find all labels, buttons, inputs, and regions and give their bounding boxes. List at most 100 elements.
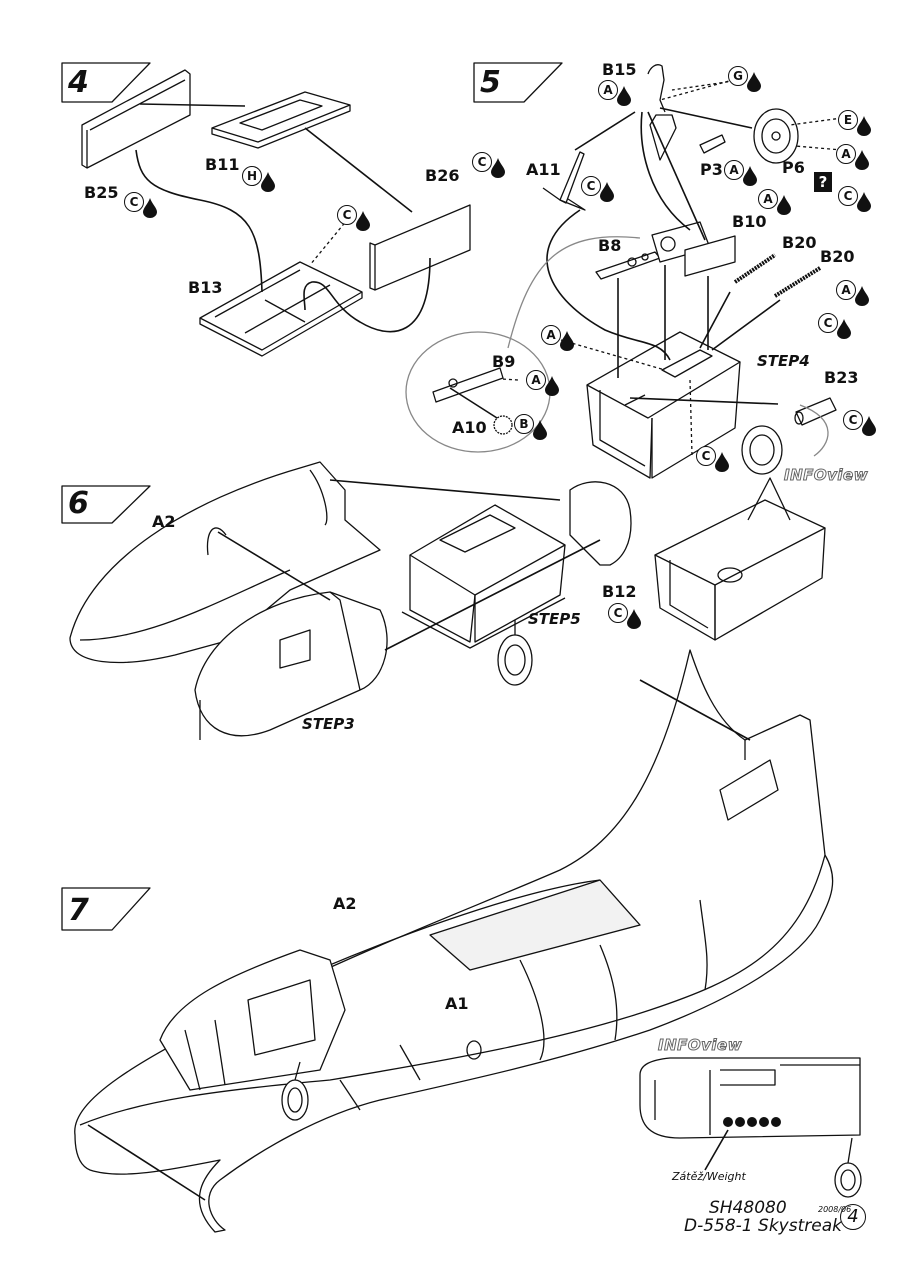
paint-code: A (724, 160, 744, 180)
step-tab-7 (61, 887, 151, 931)
part-b26-panel (369, 204, 471, 291)
substep-step3: STEP3 (302, 715, 355, 733)
paint-drop-icon (545, 376, 559, 396)
part-b9 (432, 367, 504, 403)
paint-drop-icon (627, 609, 641, 629)
part-b15-column (647, 64, 677, 161)
label-b15: B15 (602, 60, 637, 79)
paint-code: C (608, 603, 628, 623)
weight-caption: Zátěž/Weight (672, 1170, 746, 1183)
label-a10: A10 (452, 418, 487, 437)
paint-leader (309, 213, 353, 266)
footer-date: 2008/06 (818, 1205, 852, 1214)
label-b13: B13 (188, 278, 223, 297)
paint-callout-c-b26: C (472, 152, 506, 178)
cockpit-tub (586, 331, 741, 479)
unknown-color-icon: ? (814, 172, 832, 192)
paint-callout-c-b20: C (818, 313, 852, 339)
callout-line (507, 236, 641, 349)
paint-callout-h-b11: H (242, 166, 276, 192)
part-a10 (493, 415, 513, 435)
fuselage-a1-a2 (74, 649, 834, 1233)
weight-balls (723, 1117, 781, 1127)
paint-callout-g: G (728, 66, 762, 92)
label-b20a: B20 (782, 233, 817, 252)
paint-drop-icon (356, 211, 370, 231)
paint-callout-a-p6: A (836, 144, 870, 170)
paint-code: C (472, 152, 492, 172)
paint-drop-icon (617, 86, 631, 106)
part-front-fuselage (194, 591, 388, 740)
part-a11 (542, 151, 586, 211)
part-b11-panel (211, 91, 351, 149)
part-b20a (733, 253, 777, 284)
paint-drop-icon (261, 172, 275, 192)
infoview-label-step7: INFOview (657, 1036, 743, 1055)
paint-drop-icon (837, 319, 851, 339)
paint-code: B (514, 414, 534, 434)
paint-code: A (541, 325, 561, 345)
paint-drop-icon (777, 195, 791, 215)
infoview-label-step5: INFOview (783, 466, 869, 485)
step7-assembly-lines (87, 679, 751, 1201)
paint-callout-c-mid: C (696, 446, 730, 472)
paint-leaders (484, 77, 843, 456)
infoview-cockpit (654, 425, 826, 641)
label-b9: B9 (492, 352, 516, 371)
footer-model: D-558-1 Skystreak (684, 1216, 842, 1236)
label-b10: B10 (732, 212, 767, 231)
step6-assembly-lines (217, 479, 601, 651)
paint-callout-e: E (838, 110, 872, 136)
paint-callout-a-b15: A (598, 80, 632, 106)
step-number-7: 7 (68, 893, 89, 928)
paint-code: A (598, 80, 618, 100)
label-p3: P3 (700, 160, 723, 179)
paint-drop-icon (855, 150, 869, 170)
part-cockpit-box (401, 504, 566, 649)
paint-code: C (818, 313, 838, 333)
paint-code: C (581, 176, 601, 196)
paint-callout-c-b13: C (337, 205, 371, 231)
step4-assembly-lines (135, 103, 431, 333)
step-tab-4 (61, 62, 151, 103)
weight-pointer (704, 1129, 729, 1171)
label-a2-step7: A2 (333, 894, 357, 913)
footer-code: SH48080 (709, 1198, 787, 1218)
paint-drop-icon (743, 166, 757, 186)
paint-code: G (728, 66, 748, 86)
paint-drop-icon (560, 331, 574, 351)
part-b20b (773, 266, 822, 298)
part-p3 (699, 134, 726, 154)
paint-code: C (337, 205, 357, 225)
label-b25: B25 (84, 183, 119, 202)
paint-callout-a-b9: A (526, 370, 560, 396)
paint-code: A (836, 144, 856, 164)
part-b25-panel (81, 69, 191, 169)
paint-drop-icon (747, 72, 761, 92)
paint-code: E (838, 110, 858, 130)
label-b23: B23 (824, 368, 859, 387)
paint-callout-c-b12: C (608, 603, 642, 629)
paint-code: A (758, 189, 778, 209)
part-b13-floor (199, 261, 363, 357)
step-tab-5 (473, 62, 563, 103)
paint-callout-c-b23: C (843, 410, 877, 436)
paint-drop-icon (857, 192, 871, 212)
paint-drop-icon (855, 286, 869, 306)
paint-drop-icon (715, 452, 729, 472)
paint-code: A (526, 370, 546, 390)
nose-wheel-step6 (497, 620, 533, 686)
paint-code: H (242, 166, 262, 186)
paint-code: C (838, 186, 858, 206)
step-number-4: 4 (68, 65, 89, 100)
paint-callout-a-b10: A (758, 189, 792, 215)
paint-callout-a-b8: A (541, 325, 575, 351)
paint-drop-icon (862, 416, 876, 436)
paint-drop-icon (857, 116, 871, 136)
paint-callout-a-p3: A (724, 160, 758, 186)
part-b23 (794, 397, 837, 426)
label-b26: B26 (425, 166, 460, 185)
label-a1: A1 (445, 994, 469, 1013)
substep-step5: STEP5 (528, 610, 581, 628)
